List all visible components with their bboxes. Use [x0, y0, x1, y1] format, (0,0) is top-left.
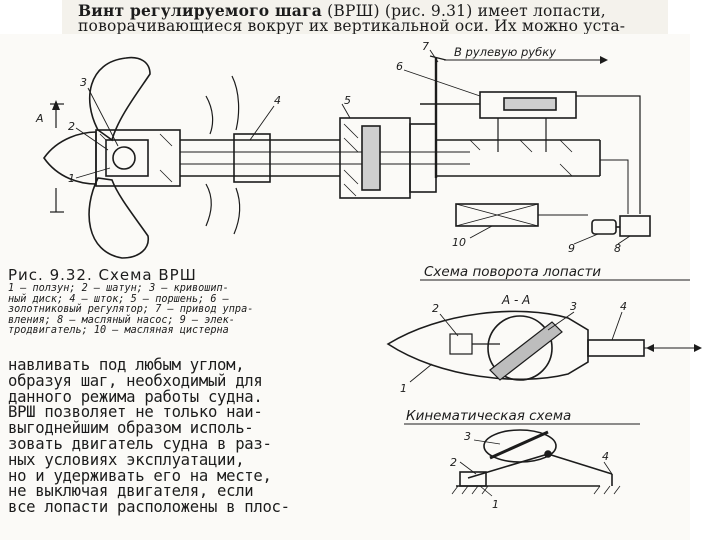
header-term: Винт регулируемого шага: [78, 1, 322, 20]
header-strip: [62, 0, 668, 36]
label-kinematic-title: Кинематическая схема: [406, 408, 571, 424]
figure-legend: 1 — ползун; 2 — шатун; 3 — кривошип- ный…: [8, 283, 254, 337]
crank-disk: [112, 146, 136, 170]
section-crank-disk: [487, 315, 553, 381]
spool-regulator: [479, 91, 577, 119]
label-section-title: Схема поворота лопасти: [424, 264, 601, 280]
label-4: 4: [274, 94, 281, 107]
kinematic-label-2: 2: [450, 456, 457, 469]
label-section-cut: А - А: [501, 293, 530, 307]
section-label-2: 2: [432, 302, 439, 315]
kinematic-label-4: 4: [602, 450, 609, 463]
blade-lower: [88, 177, 149, 259]
header-line-1: Винт регулируемого шага (ВРШ) (рис. 9.31…: [78, 1, 606, 20]
label-3: 3: [80, 76, 87, 89]
kinematic-label-3: 3: [464, 430, 471, 443]
section-label-3: 3: [570, 300, 577, 313]
label-6: 6: [396, 60, 403, 73]
label-wheelhouse: В рулевую рубку: [454, 45, 556, 59]
section-blade-root: [489, 321, 563, 381]
label-9: 9: [568, 242, 575, 255]
label-cut-marker: А: [35, 112, 44, 125]
blade-upper: [88, 56, 151, 142]
section-label-1: 1: [400, 382, 407, 395]
header-line-1-rest: (ВРШ) (рис. 9.31) имеет лопасти,: [322, 2, 606, 20]
label-1: 1: [68, 172, 75, 185]
section-label-4: 4: [620, 300, 627, 313]
label-8: 8: [614, 242, 621, 255]
electric-motor: [591, 219, 617, 235]
label-7: 7: [422, 40, 429, 53]
hub-mechanism: [105, 139, 149, 177]
label-2: 2: [68, 120, 75, 133]
figure-caption: Рис. 9.32. Схема ВРШ: [8, 266, 197, 284]
section-rod: [587, 339, 645, 357]
body-paragraph: навливать под любым углом, образуя шаг, …: [8, 356, 290, 517]
oil-pump: [619, 215, 651, 237]
hub-body: [95, 129, 181, 187]
header-line-2: поворачивающиеся вокруг их вертикальной …: [78, 17, 626, 35]
label-5: 5: [344, 94, 351, 107]
kinematic-label-1: 1: [492, 498, 499, 511]
label-10: 10: [452, 236, 466, 249]
